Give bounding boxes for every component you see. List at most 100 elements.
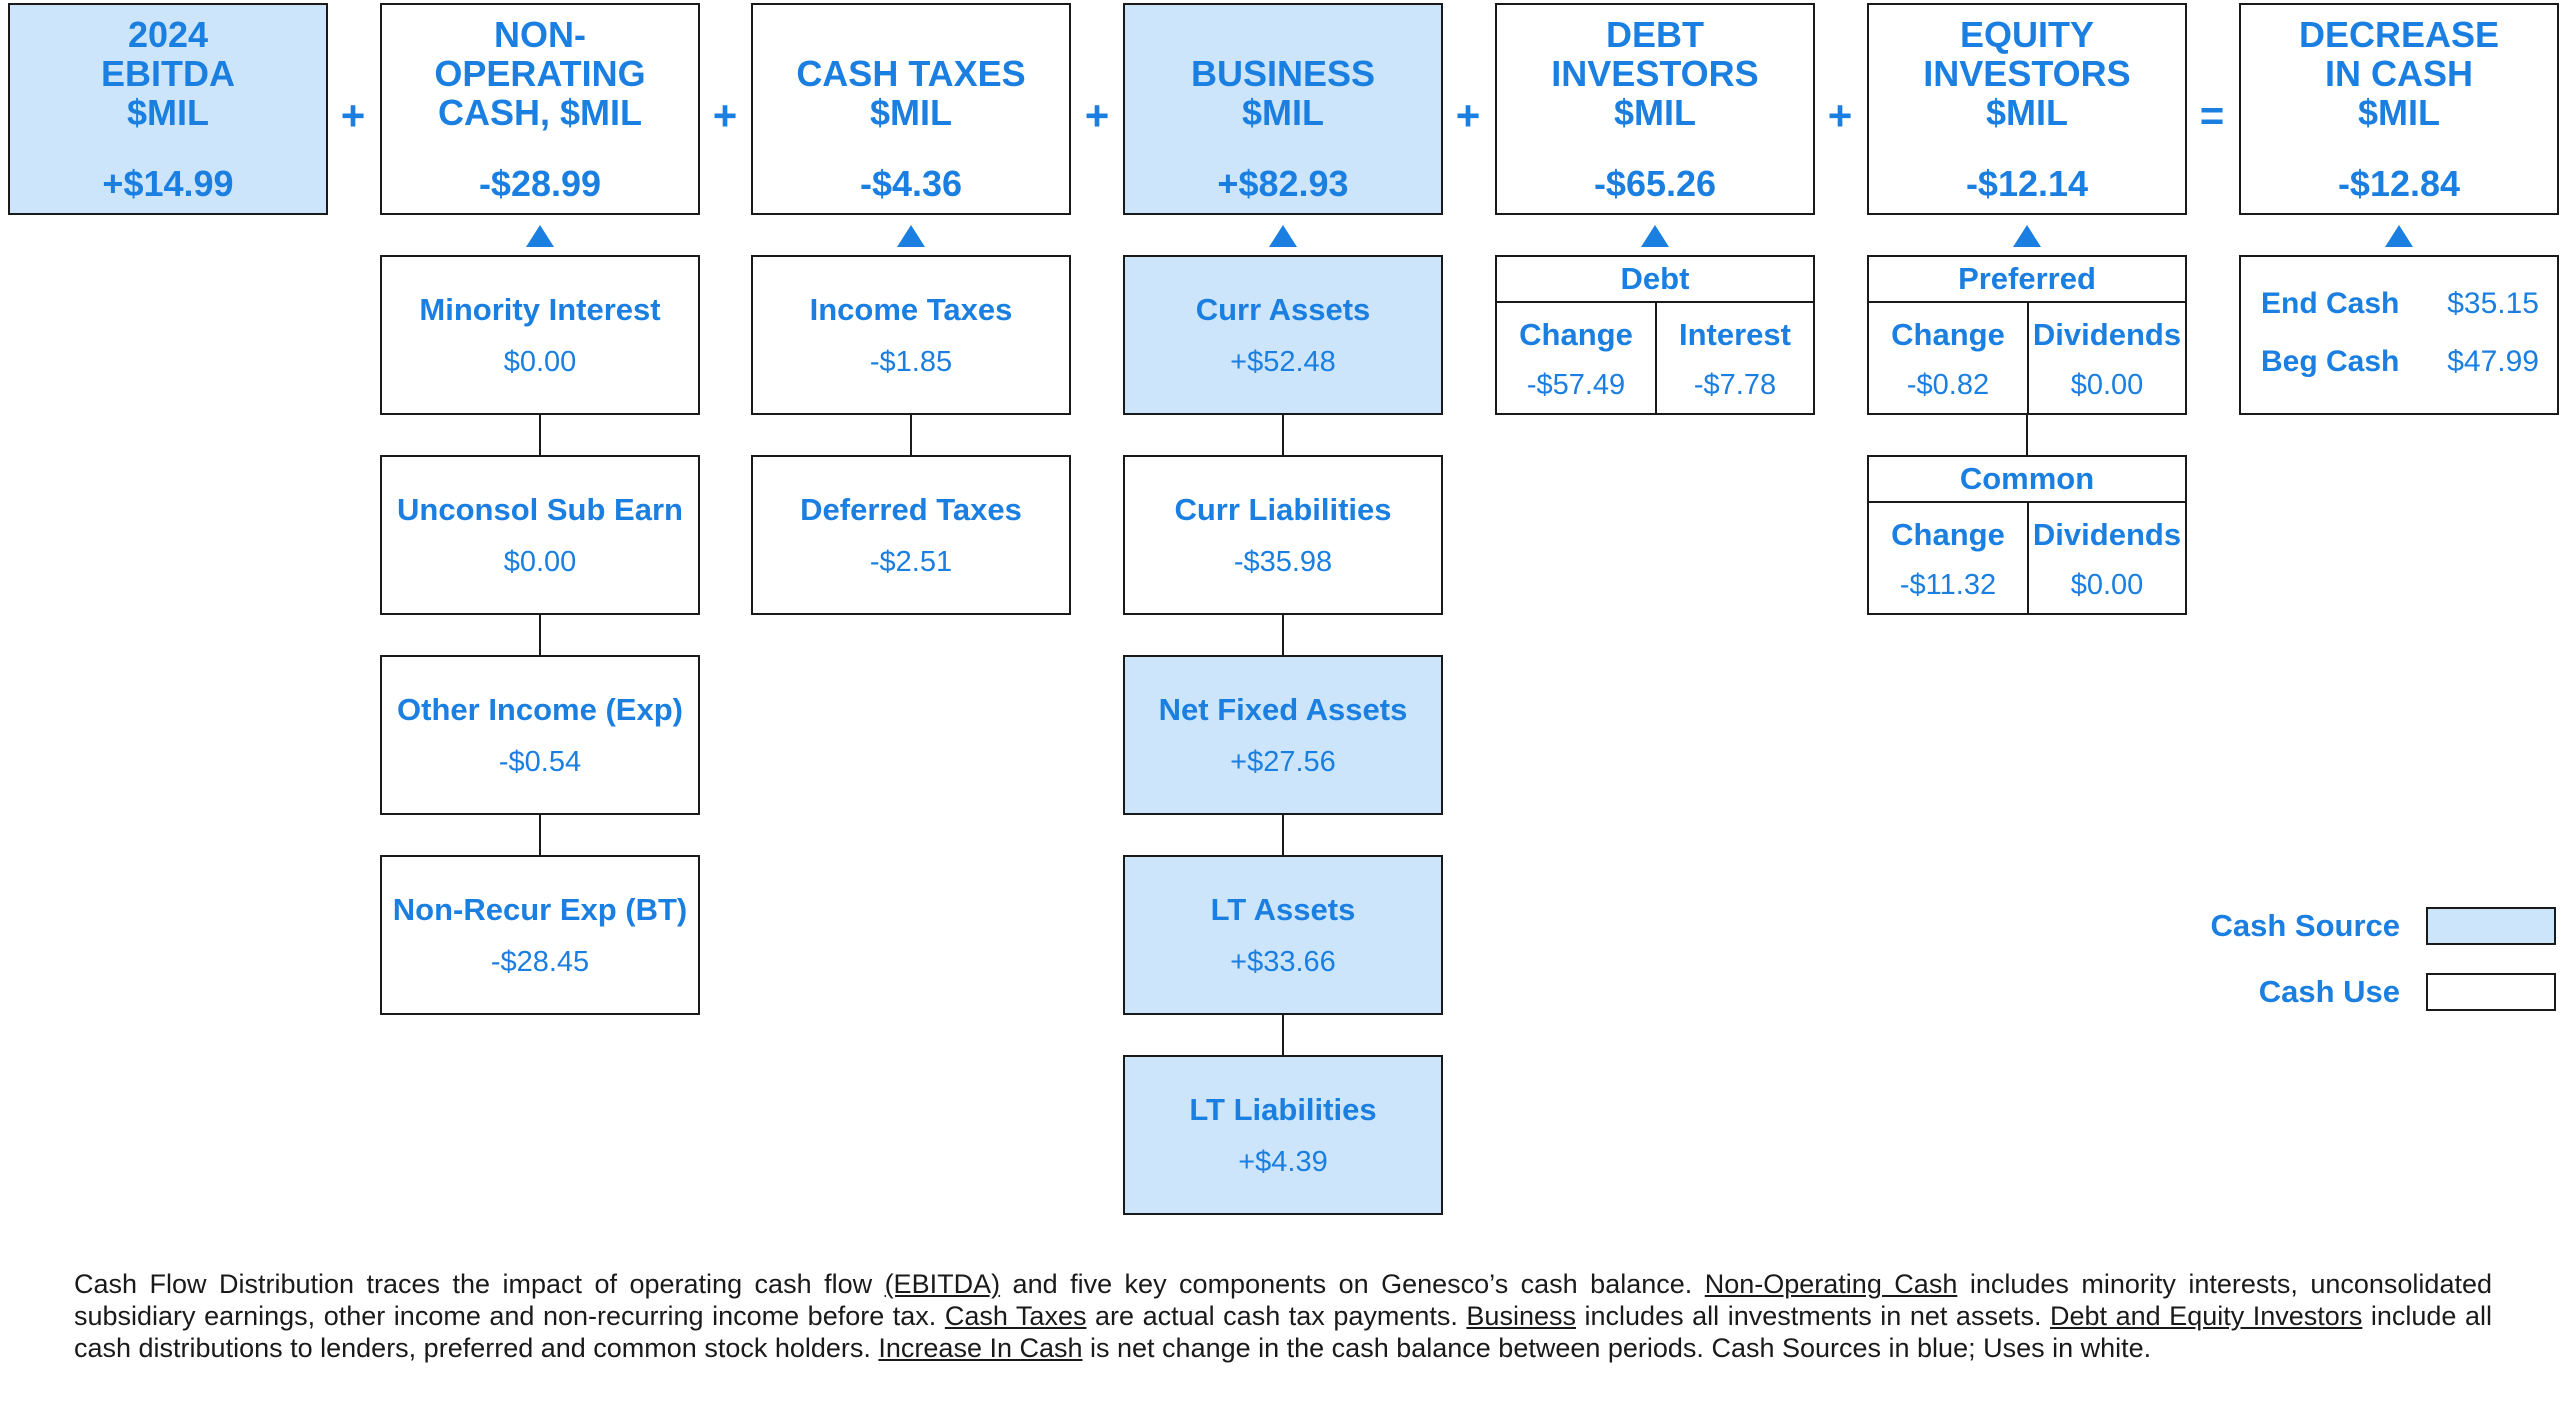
preferred-change-cell: Change -$0.82 [1867, 301, 2029, 415]
decrease-in-cash-header-value: -$12.84 [2337, 163, 2461, 204]
legend-cash-source-label: Cash Source [2210, 908, 2400, 943]
lt-assets-label: LT Assets [1210, 891, 1356, 927]
operator-plus-4: + [1455, 92, 1481, 139]
legend-cash-use-swatch [2426, 973, 2556, 1011]
curr-liabilities-value: -$35.98 [1233, 545, 1333, 578]
curr-assets-box: Curr Assets +$52.48 [1123, 255, 1443, 415]
other-income-box: Other Income (Exp) -$0.54 [380, 655, 700, 815]
debt-interest-cell: Interest -$7.78 [1655, 301, 1815, 415]
common-dividends-label: Dividends [2032, 517, 2182, 552]
other-income-value: -$0.54 [498, 745, 582, 778]
income-taxes-value: -$1.85 [869, 345, 953, 378]
preferred-change-label: Change [1891, 317, 2005, 352]
deferred-taxes-label: Deferred Taxes [800, 491, 1022, 527]
preferred-dividends-cell: Dividends $0.00 [2027, 301, 2187, 415]
arrow-up-icon [1641, 225, 1669, 247]
common-dividends-value: $0.00 [2070, 569, 2144, 601]
operator-plus-1: + [340, 92, 366, 139]
arrow-up-icon [2013, 225, 2041, 247]
debt-investors-header-box: DEBT INVESTORS $MIL -$65.26 [1495, 3, 1815, 215]
common-change-label: Change [1891, 517, 2005, 552]
lt-liabilities-label: LT Liabilities [1189, 1091, 1377, 1127]
arrow-up-icon [526, 225, 554, 247]
net-fixed-assets-box: Net Fixed Assets +$27.56 [1123, 655, 1443, 815]
deferred-taxes-value: -$2.51 [869, 545, 953, 578]
unconsol-sub-earn-box: Unconsol Sub Earn $0.00 [380, 455, 700, 615]
debt-change-cell: Change -$57.49 [1495, 301, 1657, 415]
equity-investors-header-title: EQUITY INVESTORS $MIL [1923, 14, 2131, 133]
end-cash-label: End Cash [2261, 287, 2400, 320]
unconsol-sub-earn-label: Unconsol Sub Earn [397, 491, 683, 527]
connector-line [1282, 615, 1284, 655]
net-fixed-assets-label: Net Fixed Assets [1158, 691, 1408, 727]
deferred-taxes-box: Deferred Taxes -$2.51 [751, 455, 1071, 615]
cash-balance-box: End Cash $35.15 Beg Cash $47.99 [2239, 255, 2559, 415]
debt-change-label: Change [1519, 317, 1633, 352]
decrease-in-cash-header-title: DECREASE IN CASH $MIL [2298, 14, 2500, 133]
minority-interest-box: Minority Interest $0.00 [380, 255, 700, 415]
cash-taxes-header-value: -$4.36 [859, 163, 963, 204]
arrow-up-icon [897, 225, 925, 247]
operator-plus-5: + [1827, 92, 1853, 139]
minority-interest-value: $0.00 [503, 345, 577, 378]
legend-cash-use-label: Cash Use [2258, 974, 2400, 1009]
connector-line [1282, 815, 1284, 855]
decrease-in-cash-header-box: DECREASE IN CASH $MIL -$12.84 [2239, 3, 2559, 215]
curr-assets-value: +$52.48 [1230, 345, 1336, 378]
footnote: Cash Flow Distribution traces the impact… [74, 1269, 2492, 1363]
beg-cash-value: $47.99 [2447, 345, 2539, 378]
connector-line [539, 415, 541, 455]
connector-line [1282, 1015, 1284, 1055]
business-header-title: BUSINESS $MIL [1190, 53, 1376, 133]
income-taxes-label: Income Taxes [809, 291, 1013, 327]
debt-investors-header-value: -$65.26 [1593, 163, 1717, 204]
debt-interest-value: -$7.78 [1693, 369, 1777, 401]
operator-plus-2: + [712, 92, 738, 139]
equity-investors-header-box: EQUITY INVESTORS $MIL -$12.14 [1867, 3, 2187, 215]
connector-line [539, 615, 541, 655]
other-income-label: Other Income (Exp) [397, 691, 683, 727]
non-recur-exp-box: Non-Recur Exp (BT) -$28.45 [380, 855, 700, 1015]
ebitda-header-value: +$14.99 [102, 163, 234, 204]
net-fixed-assets-value: +$27.56 [1230, 745, 1336, 778]
lt-assets-box: LT Assets +$33.66 [1123, 855, 1443, 1015]
non-operating-header-value: -$28.99 [478, 163, 602, 204]
preferred-change-value: -$0.82 [1906, 369, 1990, 401]
preferred-dividends-label: Dividends [2032, 317, 2182, 352]
connector-line [2026, 415, 2028, 455]
ebitda-header-box: 2024 EBITDA $MIL +$14.99 [8, 3, 328, 215]
beg-cash-label: Beg Cash [2261, 345, 2400, 378]
non-recur-exp-value: -$28.45 [490, 945, 590, 978]
debt-title: Debt [1495, 255, 1815, 303]
non-operating-header-box: NON- OPERATING CASH, $MIL -$28.99 [380, 3, 700, 215]
lt-liabilities-value: +$4.39 [1238, 1145, 1328, 1178]
arrow-up-icon [1269, 225, 1297, 247]
non-recur-exp-label: Non-Recur Exp (BT) [392, 891, 688, 927]
legend-cash-source-swatch [2426, 907, 2556, 945]
lt-liabilities-box: LT Liabilities +$4.39 [1123, 1055, 1443, 1215]
business-header-value: +$82.93 [1217, 163, 1349, 204]
unconsol-sub-earn-value: $0.00 [503, 545, 577, 578]
equity-investors-header-value: -$12.14 [1965, 163, 2089, 204]
cash-taxes-header-box: CASH TAXES $MIL -$4.36 [751, 3, 1071, 215]
minority-interest-label: Minority Interest [419, 291, 661, 327]
debt-change-value: -$57.49 [1526, 369, 1626, 401]
business-header-box: BUSINESS $MIL +$82.93 [1123, 3, 1443, 215]
connector-line [910, 415, 912, 455]
non-operating-header-title: NON- OPERATING CASH, $MIL [434, 14, 646, 133]
lt-assets-value: +$33.66 [1230, 945, 1336, 978]
preferred-dividends-value: $0.00 [2070, 369, 2144, 401]
common-change-value: -$11.32 [1899, 569, 1997, 601]
preferred-title: Preferred [1867, 255, 2187, 303]
connector-line [539, 815, 541, 855]
arrow-up-icon [2385, 225, 2413, 247]
end-cash-value: $35.15 [2447, 287, 2539, 320]
operator-plus-3: + [1084, 92, 1110, 139]
curr-assets-label: Curr Assets [1195, 291, 1371, 327]
connector-line [1282, 415, 1284, 455]
common-title: Common [1867, 455, 2187, 503]
debt-investors-header-title: DEBT INVESTORS $MIL [1551, 14, 1759, 133]
debt-interest-label: Interest [1679, 317, 1791, 352]
ebitda-header-title: 2024 EBITDA $MIL [101, 14, 235, 133]
curr-liabilities-box: Curr Liabilities -$35.98 [1123, 455, 1443, 615]
